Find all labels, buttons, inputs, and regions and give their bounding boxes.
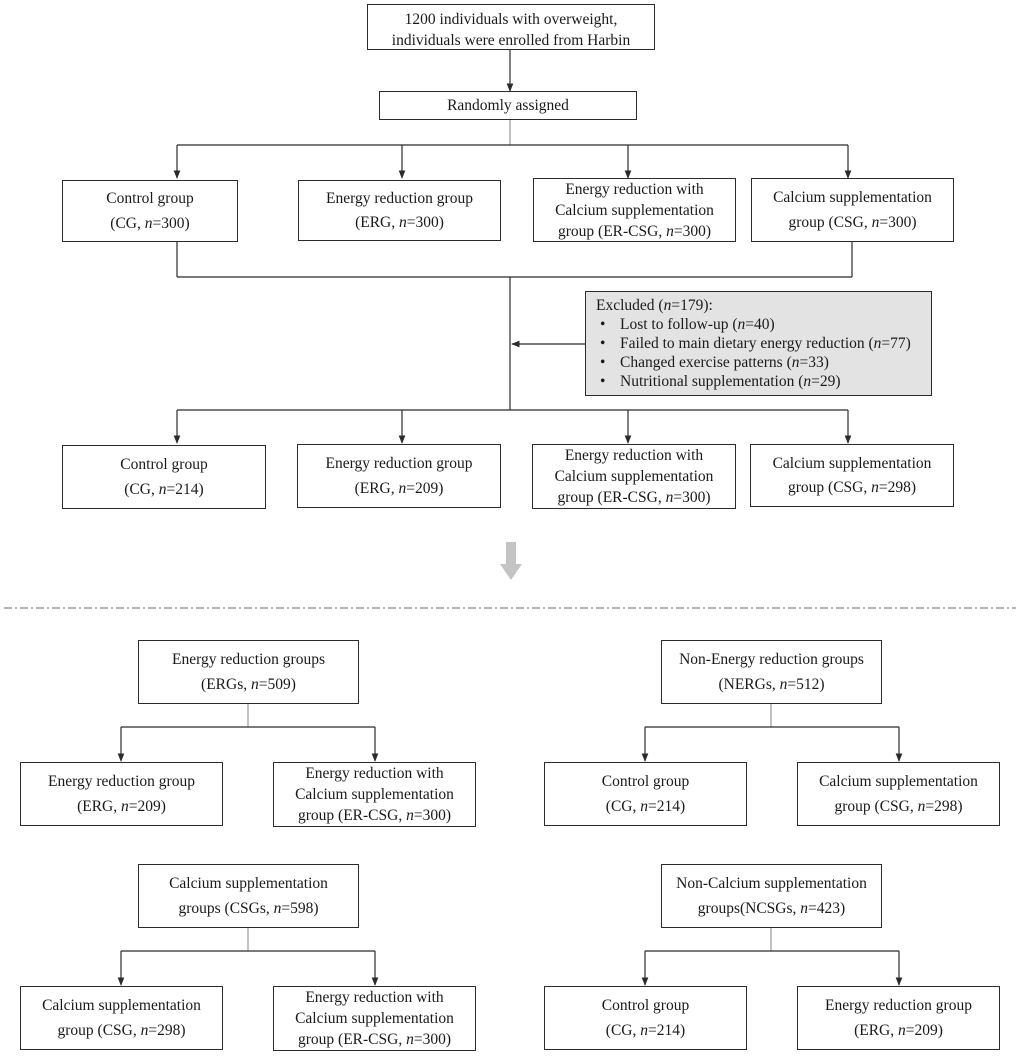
group-count: group (CSG, n=298) <box>57 1022 186 1039</box>
group-name: Control group <box>601 997 690 1014</box>
group-name-line-1: Energy reduction with <box>564 447 704 464</box>
group-count: (CG, n=214) <box>605 798 686 815</box>
group-count: (ERGs, n=509) <box>201 676 296 693</box>
ergs-box: Energy reduction groups (ERGs, n=509) <box>138 640 359 704</box>
csgs-csg-box: Calcium supplementation group (CSG, n=29… <box>20 986 223 1050</box>
excluded-reason: Nutritional supplementation (n=29) <box>596 372 931 391</box>
group-name-line-2: Calcium supplementation <box>295 1010 454 1027</box>
group-count: groups(NCSGs, n=423) <box>697 900 846 917</box>
enrollment-box: 1200 individuals with overweight, indivi… <box>367 4 655 50</box>
group-count: group (CSG, n=298) <box>834 798 963 815</box>
final-ercsg-box: Energy reduction with Calcium supplement… <box>532 444 736 509</box>
group-count: group (ER-CSG, n=300) <box>298 1031 451 1048</box>
group-name: Calcium supplementation <box>42 997 201 1014</box>
group-name: Control group <box>106 190 194 208</box>
group-name-line-2: Calcium supplementation <box>295 786 454 803</box>
group-count: (ERG, n=209) <box>77 798 166 815</box>
csgs-ercsg-box: Energy reduction with Calcium supplement… <box>273 986 476 1051</box>
group-name: Energy reduction group <box>326 190 473 207</box>
excluded-title: Excluded (n=179): <box>596 297 713 314</box>
group-count: group (ER-CSG, n=300) <box>558 222 711 240</box>
group-name-line-1: Energy reduction with <box>565 180 704 198</box>
nergs-cg-box: Control group (CG, n=214) <box>544 762 747 826</box>
group-name-line-1: Energy reduction with <box>305 989 444 1006</box>
group-count: group (ER-CSG, n=300) <box>298 807 451 824</box>
group-count: (NERGs, n=512) <box>718 676 825 693</box>
group-name: Calcium supplementation <box>819 773 978 790</box>
ncsgs-box: Non-Calcium supplementation groups(NCSGs… <box>661 864 882 928</box>
enrollment-line-2: individuals were enrolled from Harbin <box>391 32 631 49</box>
final-erg-box: Energy reduction group (ERG, n=209) <box>297 444 501 508</box>
excluded-reasons-list: Lost to follow-up (n=40) Failed to main … <box>596 315 931 391</box>
group-count: group (CSG, n=300) <box>788 214 917 231</box>
group-name: Calcium supplementation <box>773 189 932 206</box>
initial-ercsg-box: Energy reduction with Calcium supplement… <box>533 178 736 242</box>
down-arrow-icon <box>500 542 522 580</box>
group-count: groups (CSGs, n=598) <box>178 900 319 917</box>
group-name: Control group <box>601 773 690 790</box>
group-count: (CG, n=214) <box>124 481 204 498</box>
initial-erg-box: Energy reduction group (ERG, n=300) <box>298 180 501 241</box>
group-name: Calcium supplementation <box>169 875 328 892</box>
initial-csg-box: Calcium supplementation group (CSG, n=30… <box>751 178 954 242</box>
group-name-line-2: Calcium supplementation <box>555 201 714 219</box>
group-count: group (ER-CSG, n=300) <box>557 489 711 506</box>
group-name-line-1: Energy reduction with <box>305 765 444 782</box>
group-count: (CG, n=214) <box>605 1022 686 1039</box>
group-name: Energy reduction group <box>325 455 473 472</box>
csgs-box: Calcium supplementation groups (CSGs, n=… <box>138 864 359 928</box>
enrollment-line-1: 1200 individuals with overweight, <box>404 11 618 28</box>
final-csg-box: Calcium supplementation group (CSG, n=29… <box>750 444 954 507</box>
initial-cg-box: Control group (CG, n=300) <box>62 180 238 242</box>
ncsgs-cg-box: Control group (CG, n=214) <box>544 986 747 1050</box>
randomization-box: Randomly assigned <box>379 91 637 120</box>
group-name: Energy reduction group <box>48 773 195 790</box>
group-count: (ERG, n=209) <box>854 1022 943 1039</box>
randomization-label: Randomly assigned <box>447 97 569 114</box>
ergs-erg-box: Energy reduction group (ERG, n=209) <box>20 762 223 826</box>
group-count: group (CSG, n=298) <box>787 479 917 497</box>
nergs-csg-box: Calcium supplementation group (CSG, n=29… <box>797 762 1000 826</box>
group-count: (ERG, n=300) <box>355 214 444 231</box>
nergs-box: Non-Energy reduction groups (NERGs, n=51… <box>661 640 882 704</box>
group-name: Non-Energy reduction groups <box>679 651 864 668</box>
excluded-reason: Lost to follow-up (n=40) <box>596 315 931 334</box>
group-name: Energy reduction groups <box>172 651 325 668</box>
group-name: Energy reduction group <box>825 997 972 1014</box>
group-count: (CG, n=300) <box>110 214 190 232</box>
excluded-reason: Failed to main dietary energy reduction … <box>596 334 931 353</box>
group-name: Calcium supplementation <box>772 454 932 472</box>
group-name: Non-Calcium supplementation <box>676 875 867 892</box>
group-name-line-2: Calcium supplementation <box>554 468 714 485</box>
ergs-ercsg-box: Energy reduction with Calcium supplement… <box>273 762 476 827</box>
final-cg-box: Control group (CG, n=214) <box>62 445 266 509</box>
group-name: Control group <box>120 456 208 473</box>
excluded-reason: Changed exercise patterns (n=33) <box>596 353 931 372</box>
excluded-box: Excluded (n=179): Lost to follow-up (n=4… <box>585 291 932 396</box>
group-count: (ERG, n=209) <box>354 480 444 497</box>
ncsgs-erg-box: Energy reduction group (ERG, n=209) <box>797 986 1000 1050</box>
